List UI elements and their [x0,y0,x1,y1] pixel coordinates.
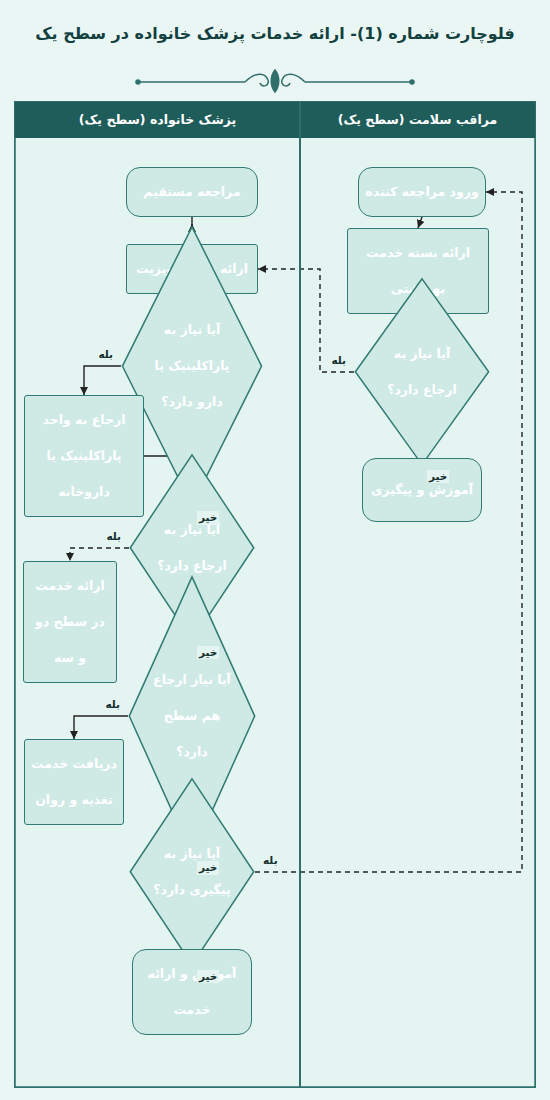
text-wrap: ارجاع به واحد پاراکلینیک یا داروخانه [31,402,137,510]
text-wrap: دریافت خدمت تغذیه و روان [31,746,117,818]
node-label: آیا نیاز ارجاع هم سطح دارد؟ [152,662,231,770]
node-label: ارائه خدمت در سطح دو و سه [30,568,110,676]
dashed-connector [258,269,354,372]
node-label: دریافت خدمت تغذیه و روان [31,746,117,818]
process-box: ارجاع به واحد پاراکلینیک یا داروخانه [24,395,144,517]
terminal-box: آموزش و ارائه خدمت [132,949,252,1035]
edge-label: خیر [197,646,219,660]
terminal-box: مراجعه مستقیم [126,167,258,217]
edge-label: خیر [197,970,219,984]
swimlane: ورود مراجعه کنندهارائه بسته خدمت بهداشتی… [300,102,535,1087]
header-band [15,102,535,138]
process-box: دریافت خدمت تغذیه و روان [24,739,124,825]
decision-diamond: آیا نیاز به پیگیری دارد؟ [129,777,255,966]
edge-label: بله [261,854,280,868]
panel [15,102,535,1087]
edge-label: بله [329,354,348,368]
node-label: آیا نیاز به پاراکلینیک یا دارو دارد؟ [148,312,236,420]
node-label: مراجعه مستقیم [133,174,251,210]
process-box: ارائه خدمت در سطح دو و سه [23,561,117,683]
node-label: ارجاع به واحد پاراکلینیک یا داروخانه [31,402,137,510]
swimlane: مراجعه مستقیمارائه خدمت ویزیتآیا نیاز به… [15,102,300,1087]
text-wrap: آموزش و ارائه خدمت [139,956,245,1028]
edge-label: بله [103,698,122,712]
text-wrap: آیا نیاز به پاراکلینیک یا دارو دارد؟ [148,312,236,420]
connector [74,716,128,739]
dashed-connector [70,548,129,561]
node-label: ورود مراجعه کننده [365,174,479,210]
node-label: آموزش و پیگیری [369,472,475,508]
flowchart-title: فلوچارت شماره (1)- ارائه خدمات پزشک خانو… [10,24,540,43]
edge-label: خیر [197,861,219,875]
diamond-outline [129,777,255,966]
edge-label: بله [96,348,115,362]
text-wrap: آموزش و پیگیری [369,472,475,508]
text-wrap: مراجعه مستقیم [133,174,251,210]
decision-diamond: آیا نیاز به ارجاع دارد؟ [354,277,490,466]
text-wrap: ورود مراجعه کننده [365,174,479,210]
ornament [136,70,414,92]
text-wrap: مراقب سلامت (سطح یک) [300,102,535,138]
diamond-outline [354,277,490,466]
text-wrap: ارائه خدمت در سطح دو و سه [30,568,110,676]
lane-divider [299,102,301,1087]
node-label: آیا نیاز به ارجاع دارد؟ [380,336,464,408]
text-wrap: آیا نیاز ارجاع هم سطح دارد؟ [152,662,231,770]
dashed-connector [255,192,522,872]
terminal-box: آموزش و پیگیری [362,458,482,522]
edge-label: بله [104,530,123,544]
connector [418,217,422,228]
text-wrap: پزشک خانواده (سطح یک) [15,102,300,138]
edge-label: خیر [427,470,449,484]
node-label: آموزش و ارائه خدمت [139,956,245,1028]
edge-label: خیر [197,511,219,525]
connector [84,366,121,395]
text-wrap: آیا نیاز به ارجاع دارد؟ [380,336,464,408]
lane-heading: مراقب سلامت (سطح یک) [300,102,535,138]
lane-heading: پزشک خانواده (سطح یک) [15,102,300,138]
terminal-box: ورود مراجعه کننده [358,167,486,217]
